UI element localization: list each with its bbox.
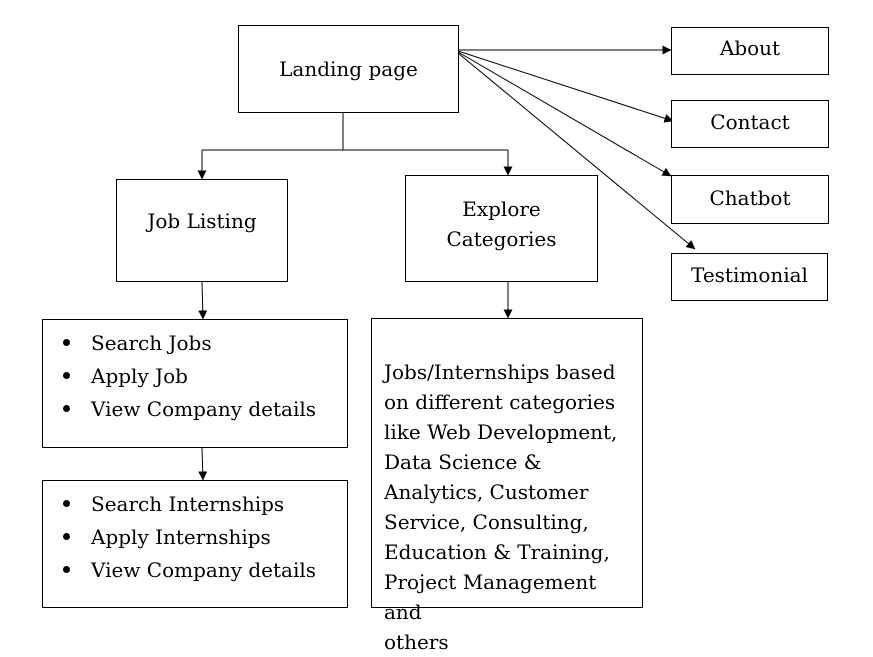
testimonial-label: Testimonial	[691, 263, 808, 287]
chatbot-node: Chatbot	[671, 175, 829, 224]
arrow-landing-to-contact	[457, 50, 674, 123]
list-item-label: Search Jobs	[91, 331, 212, 355]
list-item: Search Jobs	[63, 330, 337, 356]
bullet-icon	[63, 533, 70, 540]
connector-layer	[197, 45, 696, 481]
explore-categories-label: Explore Categories	[446, 196, 557, 251]
arrow-landing-to-chatbot	[457, 51, 672, 177]
about-label: About	[719, 36, 781, 60]
job-features-list: Search Jobs Apply Job View Company detai…	[43, 330, 337, 422]
list-item-label: View Company details	[91, 558, 317, 582]
contact-label: Contact	[710, 110, 790, 134]
job-features-node: Search Jobs Apply Job View Company detai…	[42, 319, 348, 448]
bullet-icon	[63, 405, 70, 412]
list-item-label: Apply Job	[91, 364, 188, 388]
list-item: View Company details	[63, 396, 337, 422]
testimonial-node: Testimonial	[671, 253, 828, 301]
list-item-label: Apply Internships	[91, 525, 271, 549]
bullet-icon	[63, 566, 70, 573]
bullet-icon	[63, 500, 70, 507]
categories-description-node: Jobs/Internships based on different cate…	[371, 318, 643, 654]
arrow-job-listing-to-job-features	[198, 281, 208, 320]
landing-page-label: Landing page	[279, 57, 418, 81]
internship-features-node: Search Internships Apply Internships Vie…	[42, 480, 348, 608]
contact-node: Contact	[671, 100, 829, 148]
arrow-landing-to-testimonial	[457, 52, 696, 250]
bullet-icon	[63, 339, 70, 346]
list-item-label: Search Internships	[91, 492, 285, 516]
job-listing-node: Job Listing	[116, 179, 288, 282]
explore-categories-node: Explore Categories	[405, 175, 598, 282]
landing-page-node: Landing page	[238, 25, 459, 113]
arrow-job-features-to-internship-features	[198, 447, 208, 481]
about-node: About	[671, 27, 829, 75]
categories-description-text: Jobs/Internships based on different cate…	[384, 360, 618, 654]
bullet-icon	[63, 372, 70, 379]
list-item: Apply Job	[63, 363, 337, 389]
job-listing-label: Job Listing	[147, 208, 257, 233]
internship-features-list: Search Internships Apply Internships Vie…	[43, 491, 337, 583]
chatbot-label: Chatbot	[709, 185, 791, 210]
list-item: Search Internships	[63, 491, 337, 517]
list-item: View Company details	[63, 557, 337, 583]
list-item: Apply Internships	[63, 524, 337, 550]
list-item-label: View Company details	[91, 397, 317, 421]
